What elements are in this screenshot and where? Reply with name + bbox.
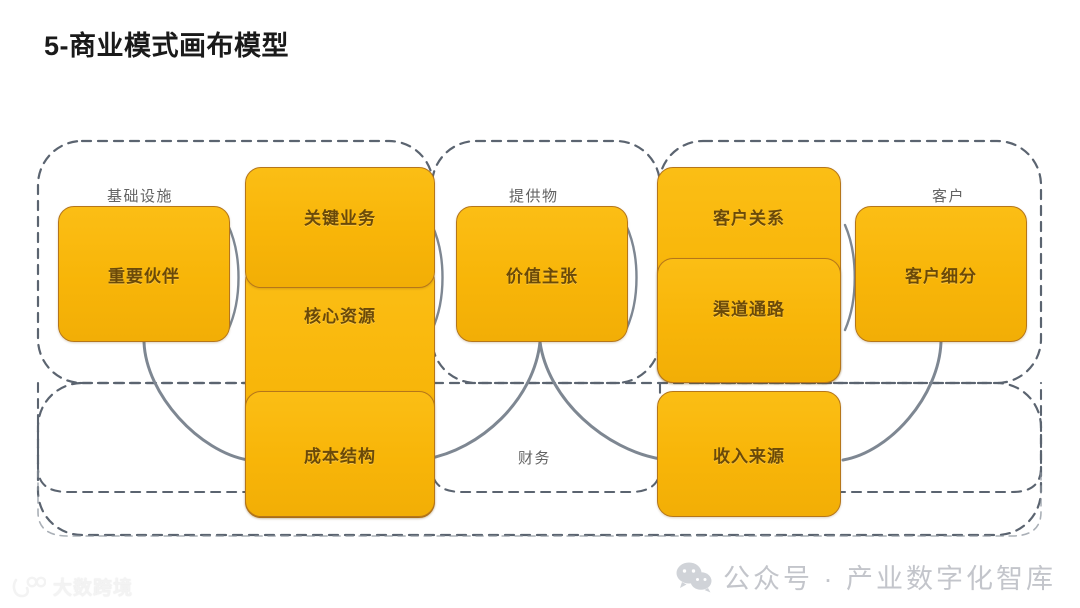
card-label-value-proposition: 价值主张	[506, 266, 578, 286]
watermark-left-text: 大数跨境	[53, 578, 134, 599]
card-key-activities[interactable]: 关键业务	[245, 167, 435, 288]
group-caption-offering: 提供物	[509, 188, 559, 205]
card-label-key-activities: 关键业务	[304, 209, 376, 228]
card-customer-segments[interactable]: 客户细分	[855, 206, 1027, 342]
card-label-customer-relationships: 客户关系	[713, 209, 785, 228]
card-label-revenue-streams: 收入来源	[713, 446, 785, 466]
card-key-partners[interactable]: 重要伙伴	[58, 206, 230, 342]
group-boundary-finance-right-lobe	[658, 381, 1043, 494]
group-boundary-finance-left-lobe	[36, 381, 422, 494]
card-value-proposition[interactable]: 价值主张	[456, 206, 628, 342]
watermark-left: 大数跨境	[12, 573, 133, 600]
connector-channels-to-segments	[843, 223, 856, 332]
connector-activities-to-value	[430, 223, 444, 332]
connector-value-to-relationships	[624, 223, 638, 332]
group-caption-infrastructure: 基础设施	[107, 188, 174, 205]
card-label-customer-segments: 客户细分	[905, 266, 977, 286]
connector-value-to-revenue	[538, 340, 663, 461]
card-label-key-resources: 核心资源	[304, 307, 376, 326]
card-channels-overlay[interactable]: 渠道通路	[657, 258, 841, 383]
wechat-icon	[676, 562, 712, 592]
connector-value-to-cost	[424, 340, 542, 461]
watermark-right-text: 公众号 · 产业数字化智库	[723, 564, 1056, 594]
connector-partners-to-cost	[142, 340, 250, 462]
group-boundary-finance-middle-lobe	[430, 381, 662, 494]
card-cost-structure[interactable]: 成本结构	[245, 391, 435, 517]
watermark-right: 公众号 · 产业数字化智库	[675, 557, 1056, 596]
group-caption-customer: 客户	[932, 188, 966, 205]
card-label-channels-overlay: 渠道通路	[713, 300, 785, 319]
canvas-outer-frame-hint	[37, 469, 1042, 537]
card-revenue-streams[interactable]: 收入来源	[657, 391, 841, 517]
card-label-cost-structure: 成本结构	[304, 446, 376, 466]
dashu-logo-icon	[12, 576, 46, 597]
group-caption-finance: 财务	[518, 450, 552, 467]
connector-partners-to-activities	[226, 223, 240, 332]
card-label-key-partners: 重要伙伴	[108, 266, 180, 286]
page-title: 5-商业模式画布模型	[44, 31, 290, 61]
connector-segments-to-revenue	[841, 340, 943, 462]
